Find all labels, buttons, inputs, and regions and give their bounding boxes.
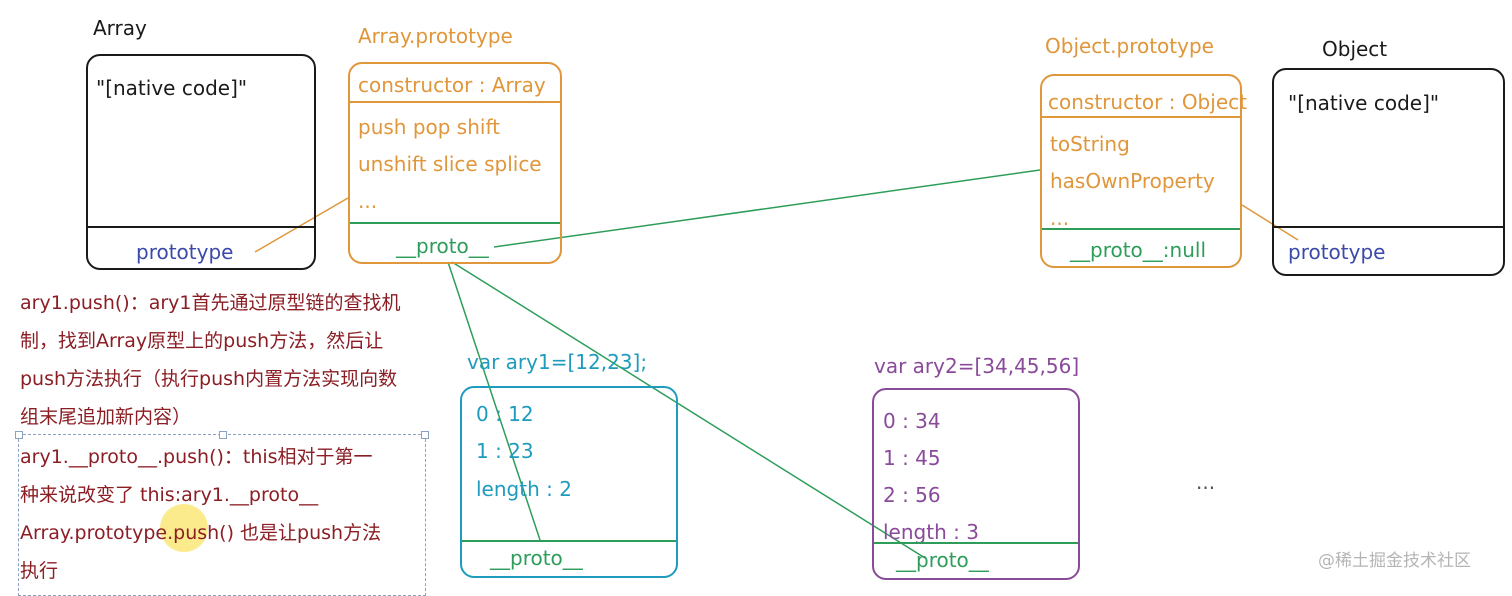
explanation-line: 执行: [20, 560, 59, 582]
object-prototype-header-divider: [1042, 116, 1240, 118]
object-prototype-label: prototype: [1288, 240, 1386, 264]
array-prototype-header-divider: [350, 101, 560, 103]
ary2-length: length : 3: [883, 520, 979, 544]
resize-handle[interactable]: [15, 431, 23, 439]
ary2-declaration: var ary2=[34,45,56]: [874, 354, 1080, 378]
explanation-line: push方法执行（执行push内置方法实现向数: [20, 368, 398, 390]
array-title: Array: [93, 16, 147, 40]
object-to-object-prototype-link: [1241, 204, 1299, 241]
ary1-proto-to-array-prototype-link: [447, 261, 541, 541]
ary2-item: 1 : 45: [883, 446, 941, 470]
explanation-line: ary1.push()：ary1首先通过原型链的查找机: [20, 292, 401, 314]
ary2-item: 2 : 56: [883, 483, 941, 507]
ary2-divider: [874, 542, 1078, 544]
object-native-code: "[native code]": [1288, 91, 1440, 115]
resize-handle[interactable]: [421, 431, 429, 439]
array-prototype-footer-divider: [350, 222, 560, 224]
object-prototype-method-line: toString: [1050, 132, 1130, 156]
object-prototype-title: Object.prototype: [1045, 34, 1214, 58]
array-prototype-method-line: push pop shift: [358, 115, 500, 139]
ary1-proto: __proto__: [490, 546, 583, 570]
array-prototype-label: prototype: [136, 240, 234, 264]
object-box: "[native code]" prototype: [1272, 68, 1505, 276]
explanation-line: Array.prototype.push() 也是让push方法: [20, 522, 382, 544]
array-prototype-method-line: ...: [358, 189, 378, 213]
array-to-prototype-link: [254, 197, 349, 253]
array-prototype-constructor: constructor : Array: [358, 73, 546, 97]
object-prototype-method-line: hasOwnProperty: [1050, 169, 1215, 193]
explanation-block-1: ary1.push()：ary1首先通过原型链的查找机 制，找到Array原型上…: [20, 284, 400, 436]
array-box: "[native code]" prototype: [86, 54, 316, 270]
array-proto-to-object-prototype-link: [493, 169, 1041, 248]
ary1-item: 1 : 23: [476, 439, 534, 463]
object-prototype-method-line: ...: [1050, 206, 1070, 230]
explanation-line: 制，找到Array原型上的push方法，然后让: [20, 330, 384, 352]
ary1-length: length : 2: [476, 477, 572, 501]
ary2-proto: __proto__: [896, 548, 989, 572]
explanation-line: 种来说改变了 this:ary1.__proto__: [20, 484, 319, 506]
watermark: @稀土掘金技术社区: [1318, 551, 1471, 571]
resize-handle[interactable]: [219, 431, 227, 439]
explanation-block-2: ary1.__proto__.push()：this相对于第一 种来说改变了 t…: [20, 438, 381, 590]
array-prototype-title: Array.prototype: [358, 24, 513, 48]
array-native-code: "[native code]": [96, 76, 248, 100]
array-prototype-method-line: unshift slice splice: [358, 152, 542, 176]
ary1-divider: [462, 540, 676, 542]
object-prototype-footer-divider: [1042, 228, 1240, 230]
object-prototype-proto-null: __proto__:null: [1070, 238, 1206, 262]
explanation-line: ary1.__proto__.push()：this相对于第一: [20, 446, 373, 468]
ary2-proto-to-array-prototype-link: [451, 261, 926, 559]
array-prototype-box: constructor : Array push pop shift unshi…: [348, 62, 562, 264]
ary1-declaration: var ary1=[12,23];: [467, 350, 648, 374]
object-prototype-box: constructor : Object toString hasOwnProp…: [1040, 74, 1247, 268]
ary1-item: 0 : 12: [476, 402, 534, 426]
cursor-highlight: [160, 504, 208, 552]
array-divider: [88, 226, 314, 228]
ary2-box: 0 : 34 1 : 45 2 : 56 length : 3 __proto_…: [872, 388, 1080, 580]
more-arrays-ellipsis: ...: [1196, 470, 1216, 494]
object-title: Object: [1322, 37, 1388, 61]
explanation-line: 组末尾追加新内容）: [20, 406, 192, 428]
object-divider: [1274, 226, 1503, 228]
array-prototype-proto: __proto__: [396, 234, 489, 258]
ary2-item: 0 : 34: [883, 409, 941, 433]
object-prototype-constructor: constructor : Object: [1048, 90, 1247, 114]
ary1-box: 0 : 12 1 : 23 length : 2 __proto__: [460, 386, 678, 578]
